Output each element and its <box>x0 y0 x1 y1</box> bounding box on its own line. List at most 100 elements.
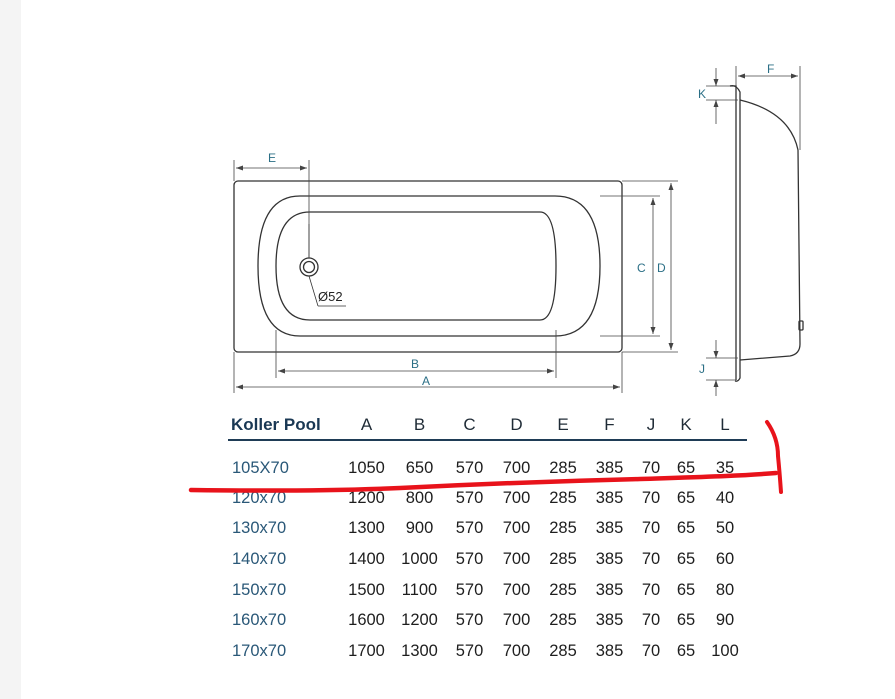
cell-a: 1700 <box>348 641 385 660</box>
cell-k: 65 <box>676 549 696 568</box>
cell-l: 50 <box>715 519 735 538</box>
cell-j: 70 <box>641 458 661 477</box>
cell-k: 65 <box>676 519 696 538</box>
header-l: L <box>703 411 747 441</box>
tub-side-section <box>729 84 804 382</box>
cell-k: 65 <box>676 488 696 507</box>
table-row: 105X70 1050 650 570 700 285 385 70 65 35 <box>228 440 747 483</box>
cell-l: 60 <box>715 549 735 568</box>
cell-model: 140x70 <box>232 549 287 568</box>
cell-d: 700 <box>502 458 531 477</box>
cell-c: 570 <box>455 549 484 568</box>
cell-f: 385 <box>595 458 624 477</box>
cell-c: 570 <box>455 611 484 630</box>
cell-e: 285 <box>549 488 577 507</box>
cell-f: 385 <box>595 549 624 568</box>
cell-f: 385 <box>595 488 624 507</box>
cell-l: 90 <box>715 611 735 630</box>
header-e: E <box>540 411 586 441</box>
cell-k: 65 <box>676 611 696 630</box>
table-row: 170x70 1700 1300 570 700 285 385 70 65 100 <box>228 636 747 667</box>
drain-diameter-label: Ø52 <box>318 289 343 304</box>
cell-f: 385 <box>595 611 624 630</box>
cell-a: 1600 <box>348 611 385 630</box>
cell-j: 70 <box>641 549 661 568</box>
cell-e: 285 <box>549 611 577 630</box>
header-d: D <box>493 411 540 441</box>
cell-b: 1100 <box>401 580 438 599</box>
red-bracket-stroke <box>765 420 783 494</box>
tub-outer-rim <box>233 180 623 353</box>
cell-c: 570 <box>455 580 484 599</box>
cell-d: 700 <box>502 488 531 507</box>
cell-b: 800 <box>405 488 434 507</box>
cell-l: 35 <box>715 458 735 477</box>
cell-f: 385 <box>595 580 624 599</box>
dimension-label-j: J <box>699 362 705 376</box>
dimension-label-a: A <box>422 374 430 388</box>
cell-c: 570 <box>455 458 484 477</box>
cell-k: 65 <box>676 641 696 660</box>
tub-bowl-outer <box>257 195 601 337</box>
cell-model: 130x70 <box>232 519 287 538</box>
cell-l: 80 <box>715 580 735 599</box>
cell-d: 700 <box>502 611 531 630</box>
cell-model: 170x70 <box>232 641 287 660</box>
dimension-label-k: K <box>698 87 706 101</box>
cell-j: 70 <box>641 611 661 630</box>
cell-d: 700 <box>502 549 531 568</box>
dimensions-table: Koller Pool A B C D E F J K L 105X70 1050… <box>228 411 747 667</box>
table-row: 130x70 1300 900 570 700 285 385 70 65 50 <box>228 514 747 545</box>
cell-d: 700 <box>502 580 531 599</box>
cell-c: 570 <box>455 641 484 660</box>
cell-j: 70 <box>641 641 661 660</box>
dimension-label-e: E <box>268 151 276 165</box>
header-f: F <box>586 411 633 441</box>
tub-bowl-floor <box>275 211 557 321</box>
dimension-label-d: D <box>657 261 666 275</box>
cell-a: 1400 <box>348 549 385 568</box>
cell-f: 385 <box>595 641 624 660</box>
header-c: C <box>446 411 493 441</box>
cell-e: 285 <box>549 458 577 477</box>
header-j: J <box>633 411 669 441</box>
cell-a: 1300 <box>348 519 385 538</box>
cell-a: 1200 <box>348 488 385 507</box>
cell-model: 150x70 <box>232 580 287 599</box>
cell-j: 70 <box>641 580 661 599</box>
table-row: 140x70 1400 1000 570 700 285 385 70 65 60 <box>228 544 747 575</box>
left-margin-strip <box>0 0 21 699</box>
cell-j: 70 <box>641 519 661 538</box>
table-row: 160x70 1600 1200 570 700 285 385 70 65 90 <box>228 605 747 636</box>
cell-e: 285 <box>549 519 577 538</box>
cell-c: 570 <box>455 519 484 538</box>
header-b: B <box>393 411 446 441</box>
cell-l: 100 <box>711 641 739 660</box>
dimension-label-f: F <box>767 62 774 76</box>
cell-b: 1000 <box>401 549 438 568</box>
cell-model: 160x70 <box>232 611 287 630</box>
cell-d: 700 <box>502 641 531 660</box>
cell-k: 65 <box>676 458 696 477</box>
cell-a: 1050 <box>348 458 385 477</box>
cell-c: 570 <box>455 488 484 507</box>
cell-f: 385 <box>595 519 624 538</box>
table-header-row: Koller Pool A B C D E F J K L <box>228 411 747 441</box>
cell-d: 700 <box>502 519 531 538</box>
cell-j: 70 <box>641 488 661 507</box>
header-k: K <box>669 411 703 441</box>
cell-b: 900 <box>405 519 434 538</box>
cell-b: 1300 <box>401 641 438 660</box>
cell-model: 105X70 <box>232 458 289 477</box>
cell-e: 285 <box>549 549 577 568</box>
cell-b: 650 <box>405 458 434 477</box>
cell-model: 120x70 <box>232 488 287 507</box>
bathtub-technical-drawing: Ø52 E B A C D <box>233 62 804 396</box>
cell-e: 285 <box>549 641 577 660</box>
cell-b: 1200 <box>401 611 438 630</box>
dimension-label-b: B <box>411 357 419 371</box>
dimension-label-c: C <box>637 261 646 275</box>
header-a: A <box>340 411 393 441</box>
